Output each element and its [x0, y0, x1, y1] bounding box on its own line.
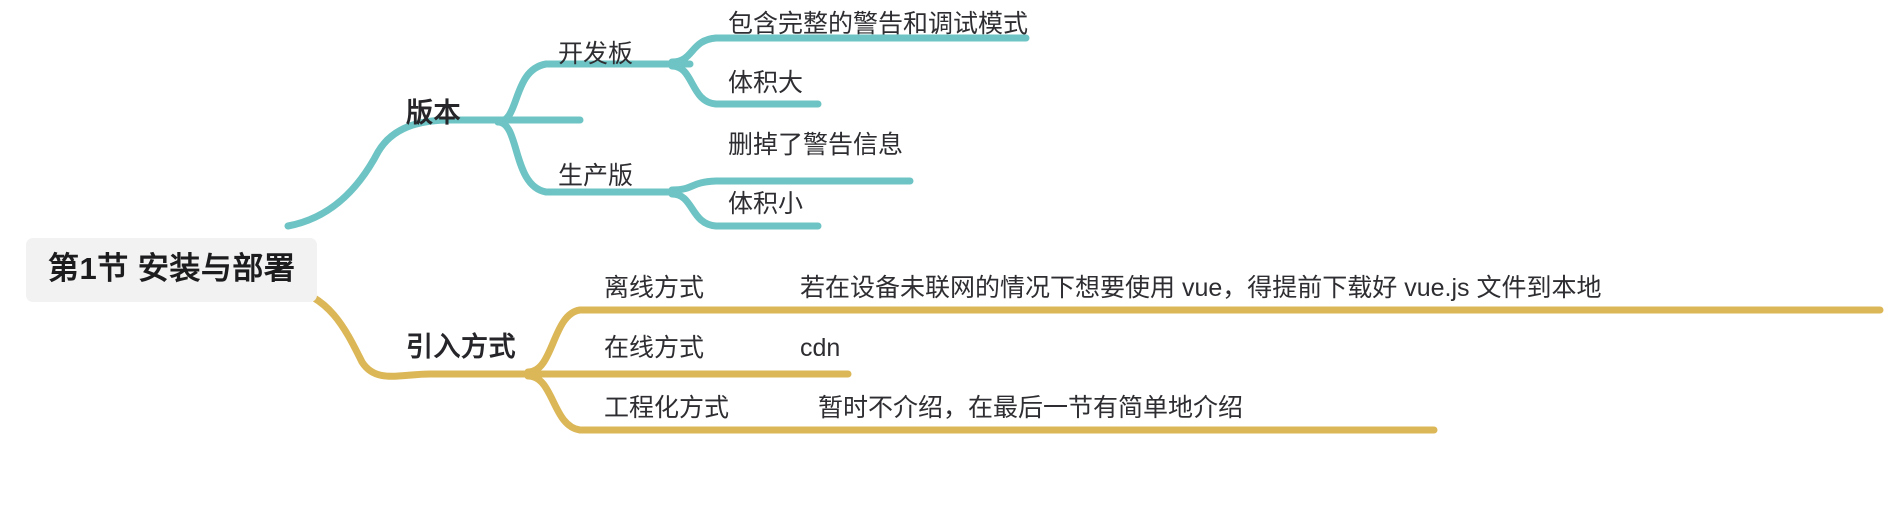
node-prod-no-warn[interactable]: 删掉了警告信息 — [728, 131, 904, 159]
branch-version-to-dev — [494, 60, 676, 126]
root-node[interactable]: 第1节 安装与部署 — [26, 238, 318, 302]
node-import[interactable]: 引入方式 — [406, 332, 516, 362]
node-dev-build[interactable]: 开发板 — [558, 40, 634, 68]
branch-root-to-version — [284, 116, 496, 230]
node-online-desc[interactable]: cdn — [800, 334, 841, 362]
node-prod-build[interactable]: 生产版 — [558, 162, 634, 190]
branch-prod-to-no-warn — [668, 177, 914, 194]
node-dev-full-warn[interactable]: 包含完整的警告和调试模式 — [728, 10, 1029, 38]
branch-import-to-offline — [524, 306, 1884, 376]
node-offline[interactable]: 离线方式 — [604, 274, 705, 302]
node-version[interactable]: 版本 — [406, 98, 461, 128]
node-engineering[interactable]: 工程化方式 — [604, 394, 730, 422]
node-prod-small-size[interactable]: 体积小 — [728, 190, 804, 218]
node-engineering-desc[interactable]: 暂时不介绍，在最后一节有简单地介绍 — [818, 394, 1244, 422]
node-offline-desc[interactable]: 若在设备未联网的情况下想要使用 vue，得提前下载好 vue.js 文件到本地 — [800, 274, 1602, 302]
node-dev-large-size[interactable]: 体积大 — [728, 69, 804, 97]
node-online[interactable]: 在线方式 — [604, 334, 705, 362]
branch-dev-to-full-warn — [668, 34, 1030, 66]
